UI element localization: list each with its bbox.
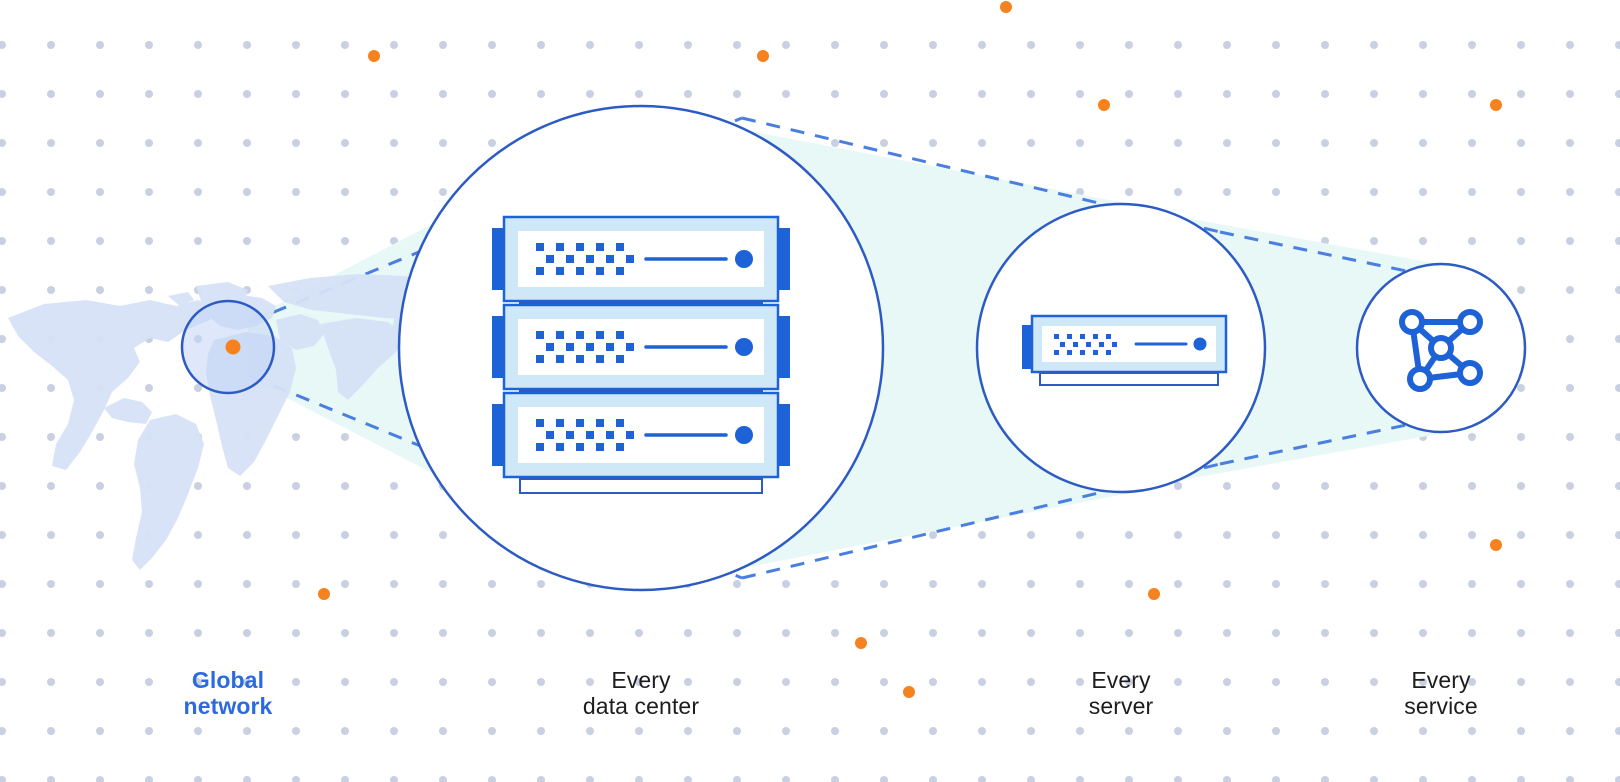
server-status-dot xyxy=(735,338,753,356)
server-status-dot xyxy=(735,250,753,268)
accent-dot xyxy=(1490,99,1502,111)
accent-dot xyxy=(1490,539,1502,551)
connector-line-bottom xyxy=(1219,408,1479,466)
server-unit-icon xyxy=(1022,314,1228,386)
accent-dot xyxy=(855,637,867,649)
connector-line-bottom xyxy=(249,374,743,580)
accent-dot xyxy=(1148,588,1160,600)
server-unit xyxy=(492,215,790,303)
network-node xyxy=(1407,366,1433,392)
server-led-grid xyxy=(536,331,634,363)
accent-dot xyxy=(1000,1,1012,13)
accent-dots-group xyxy=(318,1,1502,698)
accent-dot xyxy=(757,50,769,62)
network-node xyxy=(1457,309,1483,335)
server-unit xyxy=(492,391,790,479)
server-status-dot xyxy=(735,426,753,444)
server-unit-panel xyxy=(1042,326,1216,362)
server-unit xyxy=(492,303,790,391)
network-node xyxy=(1399,309,1425,335)
map-location-marker xyxy=(225,339,241,355)
connector-line-top xyxy=(1219,230,1479,288)
server-led-grid xyxy=(1054,334,1117,355)
rack-base xyxy=(519,478,763,494)
server-rack-icon xyxy=(492,215,790,494)
server-led-grid xyxy=(536,419,634,451)
server-base xyxy=(1039,372,1219,386)
server-status-dot xyxy=(1193,337,1207,351)
accent-dot xyxy=(1098,99,1110,111)
accent-dot xyxy=(368,50,380,62)
accent-dot xyxy=(318,588,330,600)
server-led-grid xyxy=(536,243,634,275)
accent-dot xyxy=(903,686,915,698)
network-node xyxy=(1457,360,1483,386)
network-nodes-icon xyxy=(1399,309,1483,392)
network-node xyxy=(1428,335,1454,361)
map-focus-circle xyxy=(180,299,276,395)
